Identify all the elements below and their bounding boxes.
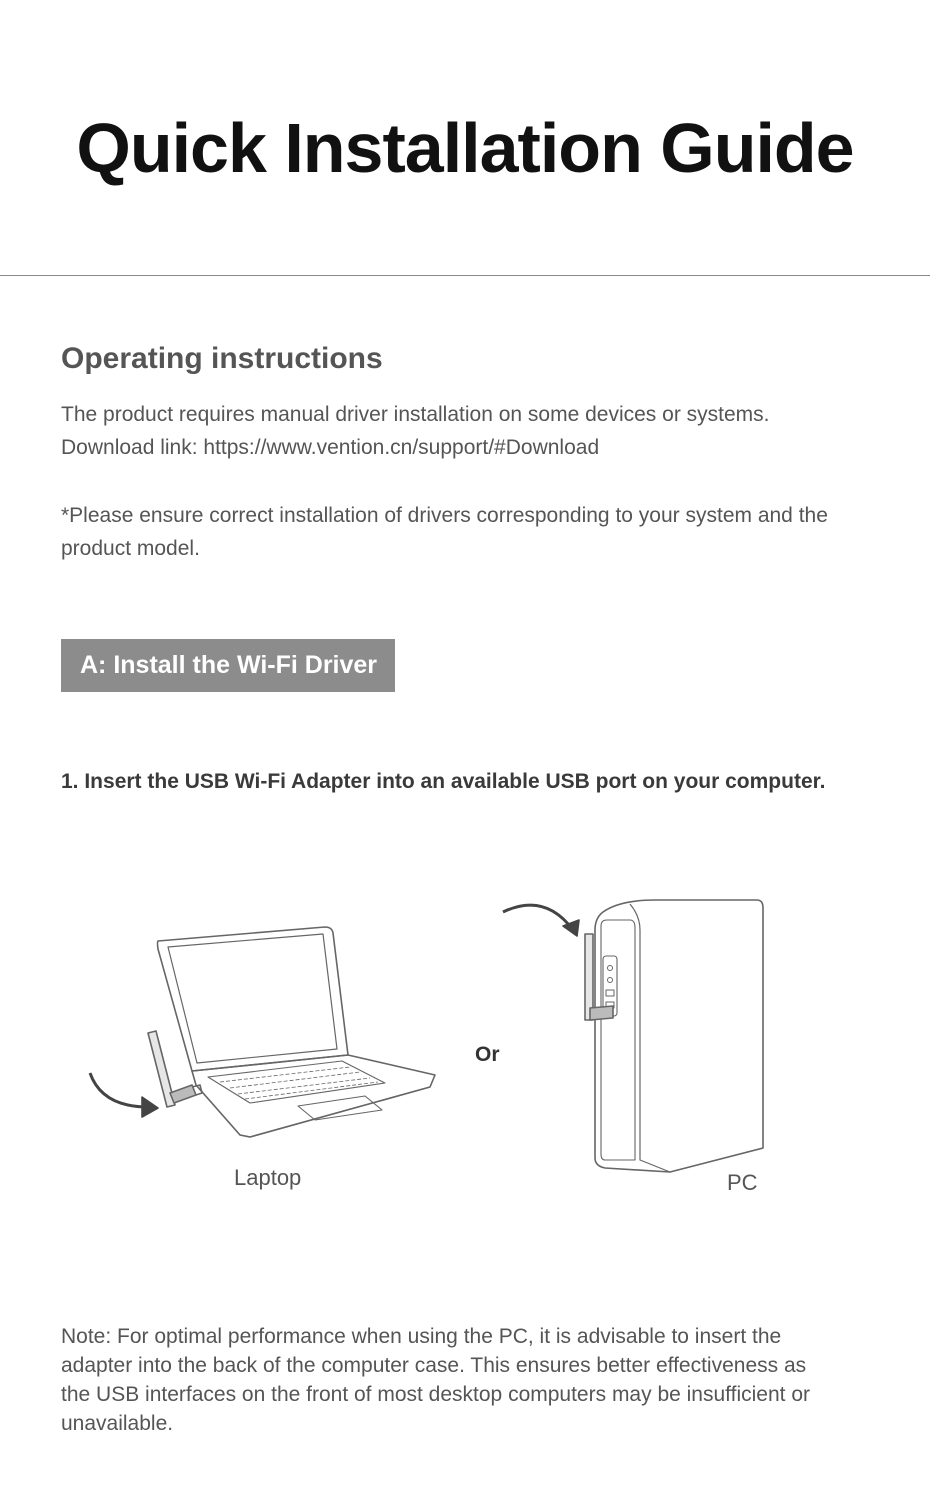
laptop-label: Laptop	[234, 1165, 302, 1190]
step-1-text: 1. Insert the USB Wi-Fi Adapter into an …	[61, 770, 826, 793]
section-a-banner: A: Install the Wi-Fi Driver	[61, 639, 395, 692]
operating-instructions-text: The product requires manual driver insta…	[61, 398, 891, 464]
pc-label: PC	[727, 1170, 758, 1195]
or-label: Or	[475, 1043, 500, 1066]
laptop-illustration	[88, 926, 436, 1138]
driver-notice: *Please ensure correct installation of d…	[61, 504, 828, 560]
header-divider	[0, 275, 930, 276]
pc-tower-illustration	[502, 899, 764, 1173]
download-link-text: Download link: https://www.vention.cn/su…	[61, 436, 600, 459]
operating-instructions-heading: Operating instructions	[61, 342, 383, 375]
page-title: Quick Installation Guide	[76, 109, 854, 187]
pc-placement-note: Note: For optimal performance when using…	[61, 1325, 810, 1435]
driver-requirement-text: The product requires manual driver insta…	[61, 403, 770, 426]
